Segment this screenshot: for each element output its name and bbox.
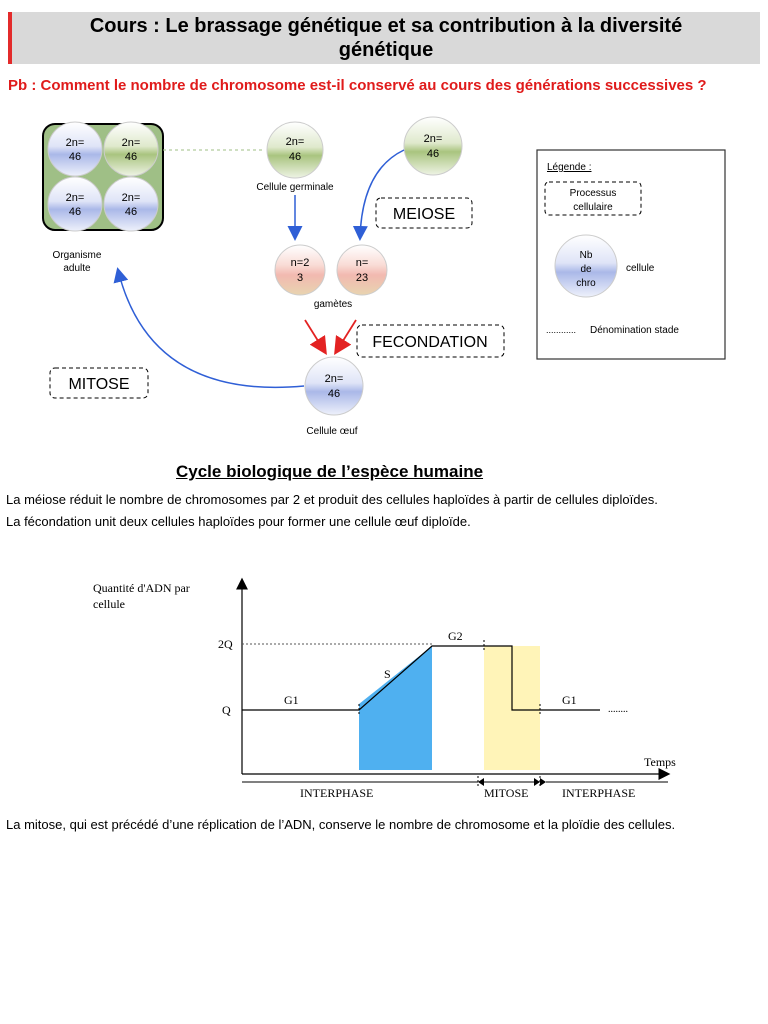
- s-phase-fill: [359, 646, 432, 770]
- paragraph-fecondation: La fécondation unit deux cellules haploï…: [6, 514, 471, 529]
- egg-cell-caption: Cellule œuf: [306, 426, 357, 437]
- legend-dots: ............: [546, 325, 576, 335]
- life-cycle-diagram: 2n= 46 2n= 46 2n= 46 2n= 46 Organisme ad…: [42, 116, 726, 437]
- adult-cell-label: 2n=: [66, 137, 85, 149]
- legend-cell-line2: de: [580, 264, 592, 275]
- adult-cell-value: 46: [69, 206, 81, 218]
- germ-cell: 2n= 46: [266, 121, 324, 179]
- legend-box: Légende : Processus cellulaire Nb de chr…: [536, 149, 726, 360]
- mitose-label: MITOSE: [68, 376, 129, 393]
- legend-stage-caption: Dénomination stade: [590, 325, 679, 336]
- legend-cell-caption: cellule: [626, 263, 655, 274]
- phase-label-g1: G1: [284, 693, 299, 707]
- phase-label-g1-end: G1: [562, 693, 577, 707]
- fecondation-arrow: [334, 319, 357, 356]
- legend-cell-line3: chro: [576, 278, 596, 289]
- meiose-label: MEIOSE: [393, 206, 455, 223]
- fecondation-arrow: [304, 319, 327, 356]
- legend-title: Légende :: [547, 162, 592, 173]
- adult-cell-value: 46: [69, 151, 81, 163]
- gamete-cell-value: 3: [297, 272, 303, 284]
- gamete-cell-label: n=2: [291, 257, 310, 269]
- legend-process-line1: Processus: [570, 188, 617, 199]
- meiosis-arrow: [352, 149, 405, 241]
- egg-cell: 2n= 46: [304, 356, 364, 416]
- x-axis-label: Temps: [644, 755, 676, 769]
- fecondation-label: FECONDATION: [372, 334, 487, 351]
- y-axis-label-line2: cellule: [93, 597, 125, 611]
- egg-cell-label: 2n=: [325, 373, 344, 385]
- adult-cell-value: 46: [125, 206, 137, 218]
- adult-label-line1: Organisme: [53, 250, 102, 261]
- germ-cell-2: 2n= 46: [403, 116, 463, 176]
- paragraph-mitose: La mitose, qui est précédé d’une réplica…: [6, 817, 676, 832]
- mitosis-arrow: [113, 267, 305, 389]
- phase-label-s: S: [384, 667, 391, 681]
- period-label-interphase: INTERPHASE: [300, 786, 373, 800]
- germ-cell-2-value: 46: [427, 148, 439, 160]
- dna-quantity-chart: Quantité d'ADN par cellule Temps 2Q Q ..…: [93, 577, 676, 800]
- gamete-cell: n=2 3: [274, 244, 326, 296]
- trailing-dots: ........: [608, 704, 628, 715]
- adult-cell: 2n= 46: [47, 121, 103, 177]
- germ-cell-2-label: 2n=: [424, 133, 443, 145]
- adult-cell: 2n= 46: [47, 176, 103, 232]
- adult-cell-label: 2n=: [66, 192, 85, 204]
- y-tick-2Q: 2Q: [218, 637, 233, 651]
- adult-cell-value: 46: [125, 151, 137, 163]
- cycle-title: Cycle biologique de l’espèce humaine: [176, 462, 484, 481]
- adult-label-line2: adulte: [63, 263, 91, 274]
- adult-cell-label: 2n=: [122, 192, 141, 204]
- page-title-line2: génétique: [338, 39, 434, 61]
- gametes-caption: gamètes: [314, 299, 352, 310]
- y-axis-label-line1: Quantité d'ADN par: [93, 581, 190, 595]
- legend-cell-icon: [554, 234, 618, 298]
- adult-cell: 2n= 46: [103, 121, 159, 177]
- mitose-process-box: [49, 367, 149, 399]
- title-box: [8, 12, 760, 64]
- bracket-arrow: [540, 778, 546, 786]
- meiose-process-box: [375, 197, 473, 229]
- legend-process-line2: cellulaire: [573, 202, 613, 213]
- period-label-interphase-2: INTERPHASE: [562, 786, 635, 800]
- germ-cell-caption: Cellule germinale: [256, 182, 334, 193]
- problem-statement: Pb : Comment le nombre de chromosome est…: [8, 77, 707, 94]
- fecondation-process-box: [356, 324, 505, 358]
- adult-cell-label: 2n=: [122, 137, 141, 149]
- period-label-mitose: MITOSE: [484, 786, 528, 800]
- legend-process-box: [544, 181, 642, 216]
- germ-cell-value: 46: [289, 151, 301, 163]
- gamete-cell: n= 23: [336, 244, 388, 296]
- page-title-line1: Cours : Le brassage génétique et sa cont…: [89, 15, 683, 37]
- paragraph-meiose: La méiose réduit le nombre de chromosome…: [6, 492, 658, 507]
- legend-cell-line1: Nb: [580, 250, 593, 261]
- page-title: Cours : Le brassage génétique et sa cont…: [12, 14, 760, 62]
- gamete-cell-value: 23: [356, 272, 368, 284]
- phase-label-g2: G2: [448, 629, 463, 643]
- germ-cell-label: 2n=: [286, 136, 305, 148]
- egg-cell-value: 46: [328, 388, 340, 400]
- y-tick-Q: Q: [222, 703, 231, 717]
- dna-curve: [242, 645, 600, 711]
- gamete-cell-label: n=: [356, 257, 369, 269]
- adult-cell: 2n= 46: [103, 176, 159, 232]
